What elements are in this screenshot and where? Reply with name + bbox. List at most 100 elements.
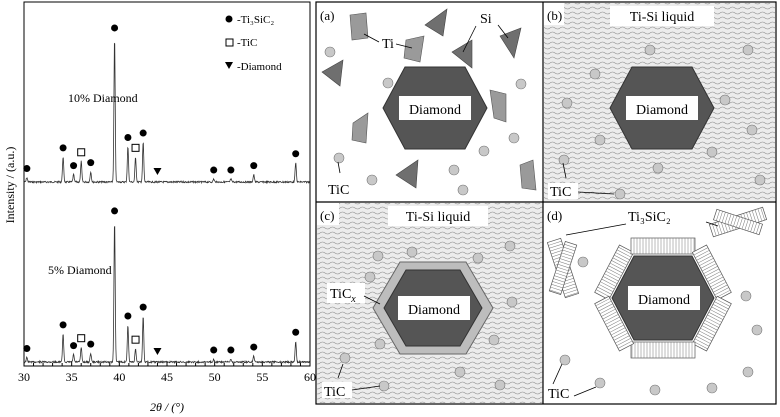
pattern-label-10pct: 10% Diamond — [68, 91, 138, 105]
xrd-y-label: Intensity / (a.u.) — [3, 147, 17, 224]
ti3sic2-marker — [70, 342, 78, 350]
ti3sic2-marker — [292, 150, 300, 158]
ti3sic2-marker — [227, 166, 235, 174]
tic-marker — [77, 148, 86, 157]
label-tic-x: TiCx — [330, 287, 356, 305]
ti3sic2-marker — [139, 303, 147, 311]
ti3sic2-grain — [548, 240, 578, 296]
si-particle — [451, 39, 473, 69]
ti3sic2-marker — [139, 129, 147, 137]
ti3sic2-grain — [713, 208, 763, 236]
schematic: (a) — [315, 1, 777, 405]
label-si: Si — [480, 12, 492, 27]
legend-square-icon — [225, 38, 234, 47]
si-particle — [424, 8, 448, 37]
legend-triangle-icon — [225, 62, 233, 69]
ti3sic2-grain — [594, 295, 635, 352]
xrd-trace-10pct — [23, 42, 311, 185]
tic-particles-d — [559, 256, 763, 396]
ti3sic2-marker — [87, 159, 95, 167]
panel-b-tag: (b) — [547, 8, 562, 23]
diamond-marker — [153, 348, 162, 355]
panel-a-tag: (a) — [320, 8, 334, 23]
tic-particles-c — [339, 240, 518, 392]
label-tic-c: TiC — [324, 385, 345, 400]
xrd-x-label: 2θ / (°) — [150, 400, 184, 414]
tic-particles-a — [324, 46, 527, 196]
tic-marker — [131, 335, 140, 344]
panel-b: (b) Ti-Si liquid Diamond TiC — [544, 3, 775, 201]
panel-d: (d) Diamond Ti₃SiC₂ TiC — [544, 203, 775, 403]
xrd-legend: -Ti₃SiC₂ -TiC -Diamond — [225, 14, 282, 73]
x-tick-label: 40 — [113, 370, 125, 384]
label-ti: Ti — [382, 37, 394, 52]
diamond-label-a: Diamond — [409, 103, 461, 118]
panel-c: (c) Ti-Si liquid Diamond TiCx TiC — [317, 203, 543, 403]
ti-particle — [349, 12, 369, 41]
panel-c-title: Ti-Si liquid — [406, 210, 470, 225]
diamond-marker — [153, 168, 162, 175]
ti-particle — [489, 89, 507, 123]
panel-b-title: Ti-Si liquid — [630, 10, 694, 25]
ti3sic2-grains — [546, 206, 768, 359]
ti3sic2-grain — [630, 341, 696, 359]
ti3sic2-marker — [250, 162, 258, 170]
x-tick-label: 30 — [18, 370, 30, 384]
si-particle — [321, 59, 344, 87]
panel-a: (a) — [317, 3, 543, 201]
ti3sic2-grain — [691, 244, 732, 301]
si-particle — [499, 27, 522, 59]
pattern-label-5pct: 5% Diamond — [48, 263, 112, 277]
ti-particle — [351, 112, 369, 144]
diamond-label-box-a — [399, 96, 471, 120]
ti3sic2-marker — [87, 340, 95, 348]
xrd-trace-5pct — [23, 226, 311, 365]
ti3sic2-marker — [59, 321, 67, 329]
ti3sic2-grain — [691, 295, 732, 352]
xrd-frame — [23, 1, 311, 367]
ti3sic2-marker — [59, 144, 67, 152]
si-particle — [395, 159, 419, 189]
panel-c-tag: (c) — [320, 208, 334, 223]
xrd-chart: 30 35 40 45 50 55 60 10% Diamond 5% Diamond -T… — [3, 1, 316, 414]
legend-circle-icon — [225, 15, 233, 23]
ti-particle — [403, 35, 425, 63]
label-tic-b: TiC — [550, 185, 571, 200]
ti3sic2-marker — [210, 346, 218, 354]
tic-marker — [77, 334, 86, 343]
tic-marker — [131, 143, 140, 152]
ti-particle — [519, 159, 537, 191]
diamond-label-d: Diamond — [638, 293, 690, 308]
phase-markers — [23, 24, 300, 355]
ti3sic2-marker — [70, 162, 78, 170]
label-ti3sic2: Ti₃SiC₂ — [628, 210, 671, 225]
x-tick-label: 55 — [256, 370, 268, 384]
x-tick-label: 35 — [66, 370, 78, 384]
legend-tic: -TiC — [237, 37, 257, 49]
x-tick-label: 45 — [161, 370, 173, 384]
schematic-frame — [315, 1, 777, 405]
ti3sic2-marker — [210, 166, 218, 174]
si-particles — [321, 8, 522, 189]
label-tic-d: TiC — [548, 387, 569, 402]
x-tick-label: 60 — [304, 370, 316, 384]
ti3sic2-marker — [23, 345, 31, 353]
tic-particles-b — [558, 44, 766, 200]
diamond-label-c: Diamond — [408, 303, 460, 318]
ti3sic2-marker — [111, 207, 119, 215]
panel-d-tag: (d) — [547, 208, 562, 223]
ti3sic2-marker — [23, 165, 31, 173]
ti3sic2-marker — [250, 343, 258, 351]
legend-diamond: -Diamond — [237, 61, 282, 73]
ti3sic2-grain — [630, 237, 696, 255]
ti3sic2-grain — [594, 244, 635, 301]
ti3sic2-marker — [227, 346, 235, 354]
diamond-label-b: Diamond — [636, 103, 688, 118]
ti3sic2-marker — [124, 133, 132, 141]
x-tick-label: 50 — [209, 370, 221, 384]
legend-ti3sic2: -Ti₃SiC₂ — [237, 14, 274, 26]
xrd-x-ticks: 30 35 40 45 50 55 60 — [18, 361, 316, 384]
ti3sic2-marker — [124, 312, 132, 320]
ti3sic2-marker — [292, 328, 300, 336]
